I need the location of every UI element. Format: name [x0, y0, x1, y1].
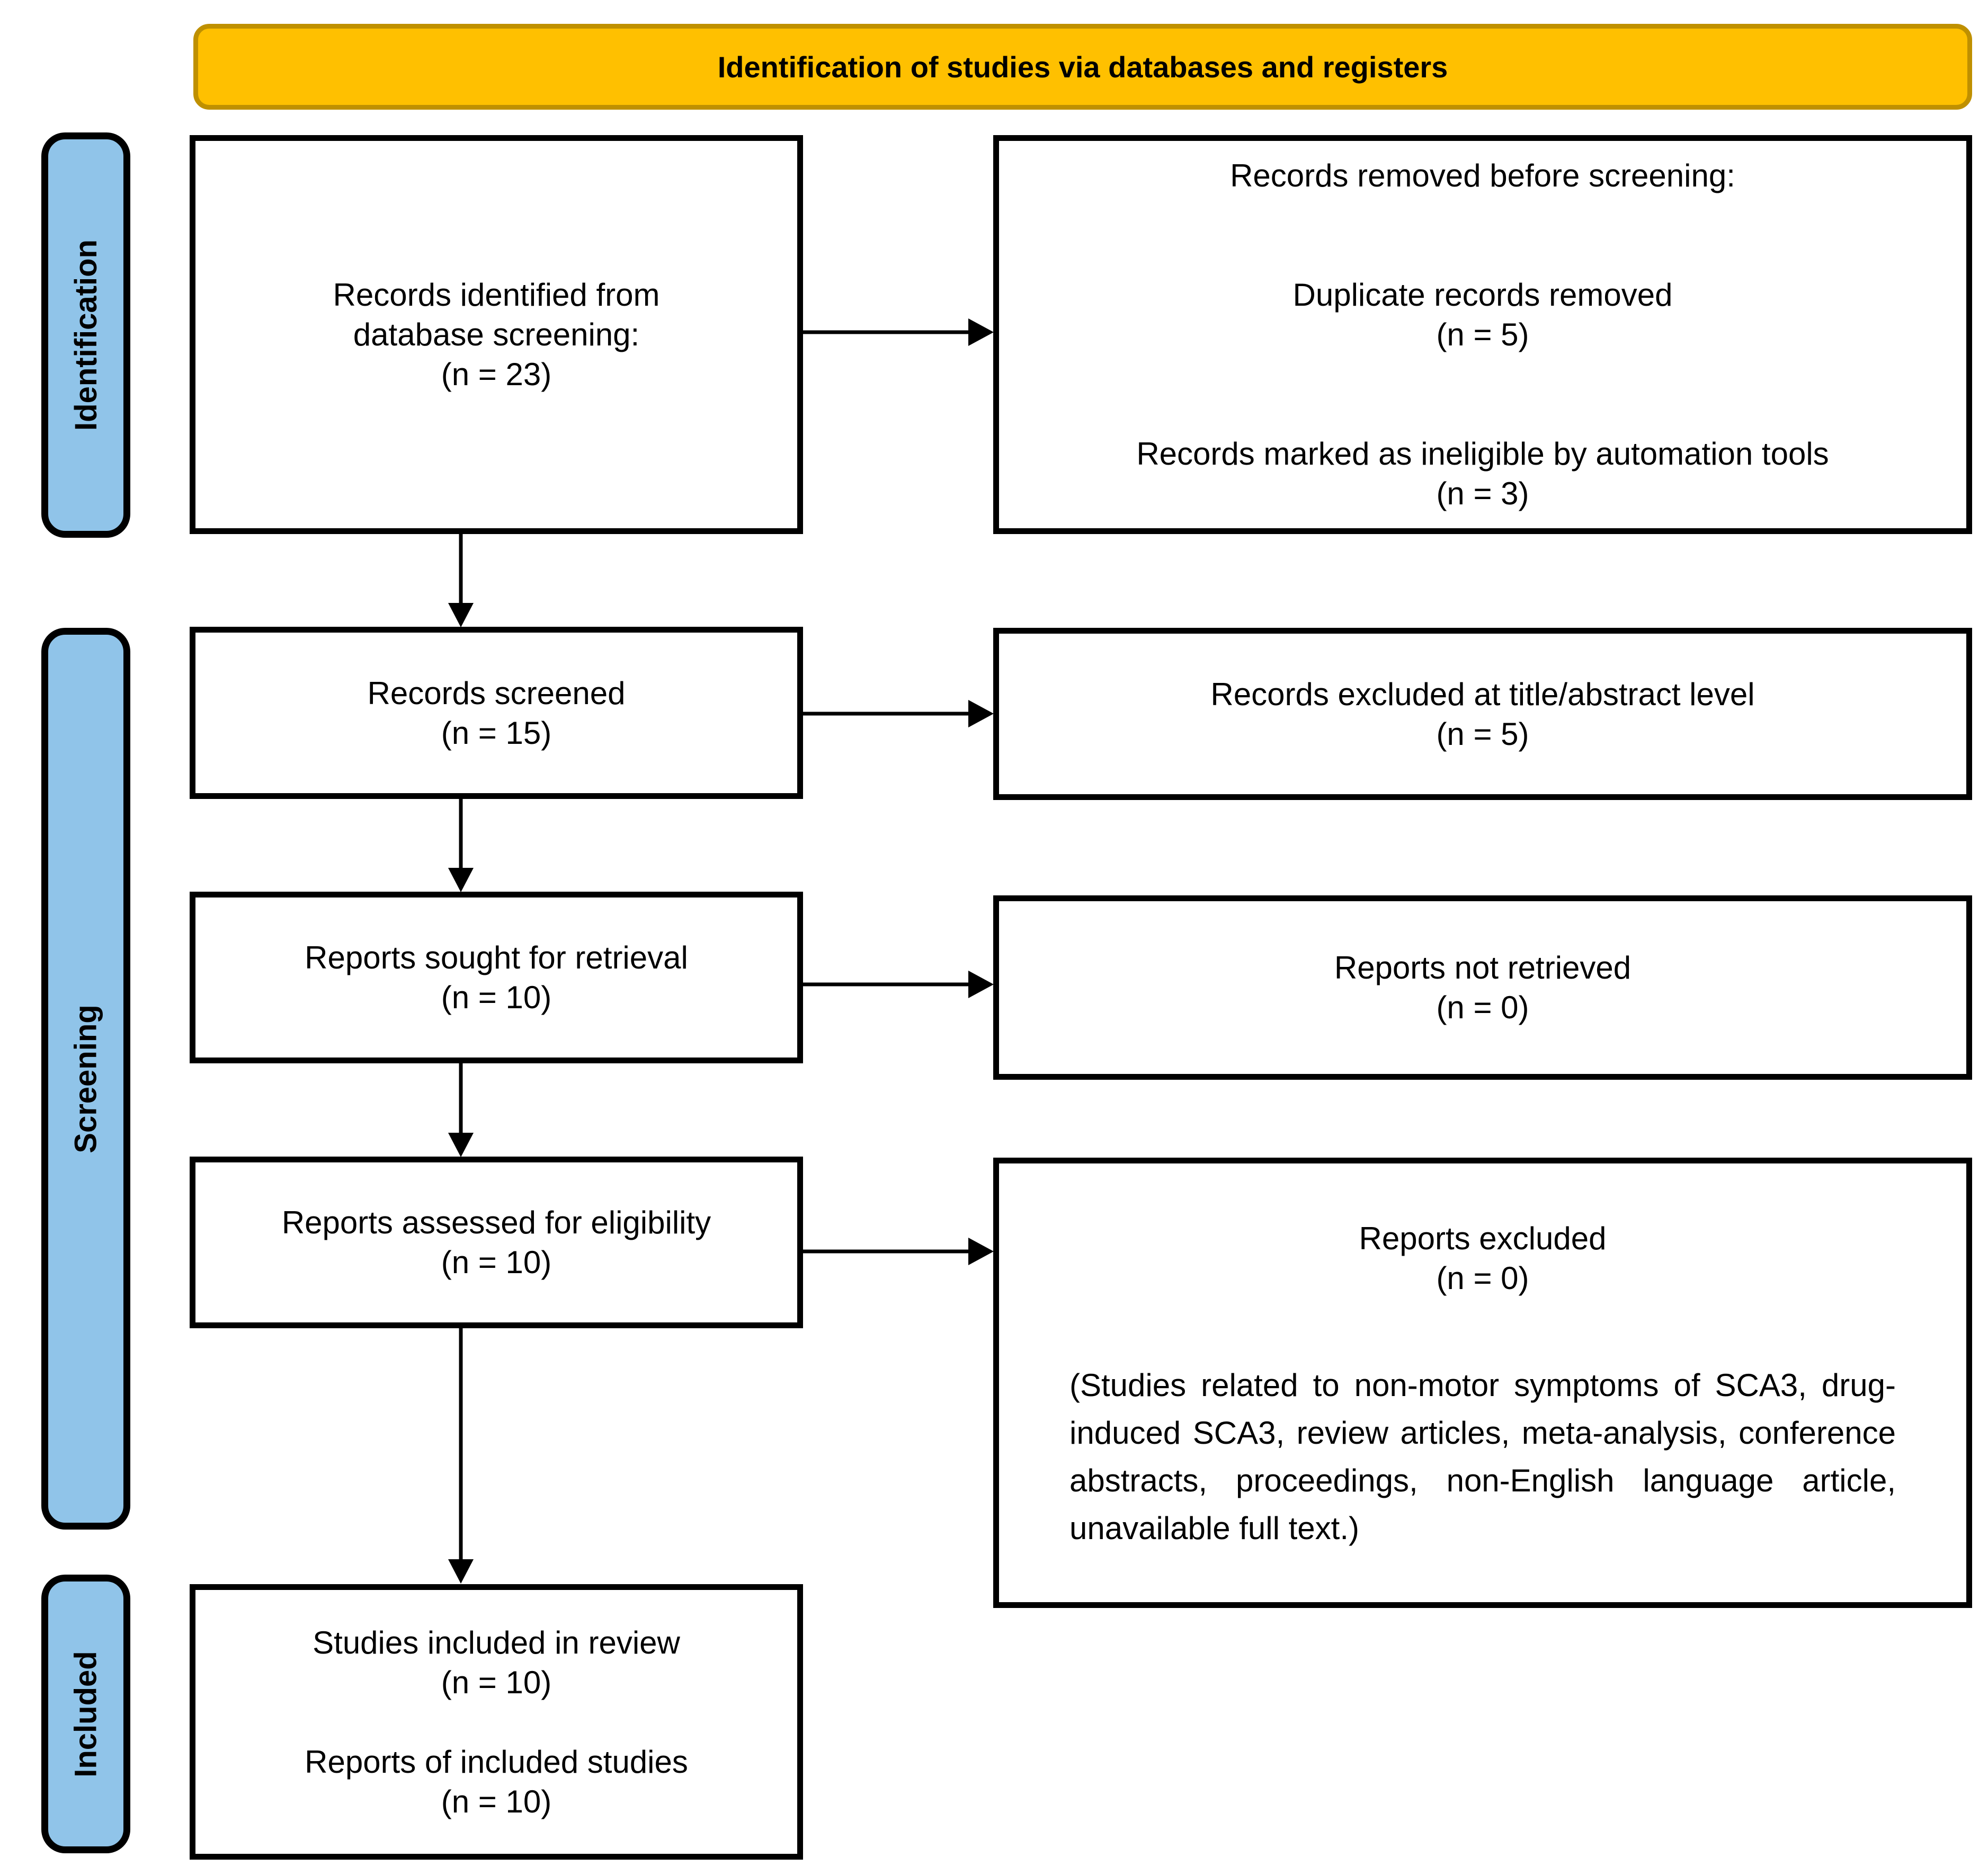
box-reports-excluded: Reports excluded (n = 0) (Studies relate… [993, 1158, 1972, 1608]
box-records-identified: Records identified from database screeni… [190, 135, 803, 534]
box-reports-assessed-text: Reports assessed for eligibility (n = 10… [281, 1205, 711, 1280]
box-records-identified-text: Records identified from database screeni… [333, 277, 660, 392]
box-reports-sought-text: Reports sought for retrieval (n = 10) [305, 940, 688, 1015]
box-studies-included: Studies included in review (n = 10) Repo… [190, 1584, 803, 1860]
box-reports-sought: Reports sought for retrieval (n = 10) [190, 892, 803, 1063]
arrow-sought-to-not-retrieved [803, 971, 994, 998]
stage-bar-included: Included [41, 1575, 130, 1853]
banner-identification-via-databases: Identification of studies via databases … [193, 24, 1972, 110]
box-studies-included-text: Studies included in review (n = 10) Repo… [305, 1624, 688, 1819]
box-records-screened: Records screened (n = 15) [190, 627, 803, 799]
arrow-screened-to-excluded [803, 700, 994, 727]
banner-label: Identification of studies via databases … [717, 50, 1448, 84]
arrow-screened-to-sought [448, 799, 474, 892]
box-records-removed-text: Records removed before screening: Duplic… [1136, 158, 1829, 511]
box-reports-excluded-count: Reports excluded (n = 0) [1359, 1221, 1607, 1296]
arrow-assessed-to-included [448, 1328, 474, 1584]
box-reports-not-retrieved-text: Reports not retrieved (n = 0) [1334, 950, 1632, 1025]
box-reports-excluded-reasons: (Studies related to non-motor symptoms o… [1069, 1367, 1896, 1546]
stage-label-identification: Identification [68, 239, 103, 431]
arrow-identified-to-removed [803, 318, 994, 346]
arrow-identified-to-screened [448, 534, 474, 627]
box-records-excluded-text: Records excluded at title/abstract level… [1210, 676, 1755, 752]
box-reports-not-retrieved: Reports not retrieved (n = 0) [993, 895, 1972, 1080]
stage-bar-identification: Identification [41, 132, 130, 538]
box-records-screened-text: Records screened (n = 15) [367, 675, 626, 751]
arrow-sought-to-assessed [448, 1063, 474, 1157]
box-reports-assessed: Reports assessed for eligibility (n = 10… [190, 1157, 803, 1328]
stage-bar-screening: Screening [41, 628, 130, 1530]
stage-label-included: Included [68, 1650, 103, 1778]
box-records-removed-before-screening: Records removed before screening: Duplic… [993, 135, 1972, 534]
box-records-excluded-title-abstract: Records excluded at title/abstract level… [993, 628, 1972, 800]
stage-label-screening: Screening [68, 1004, 103, 1153]
arrow-assessed-to-reports-excluded [803, 1238, 994, 1265]
